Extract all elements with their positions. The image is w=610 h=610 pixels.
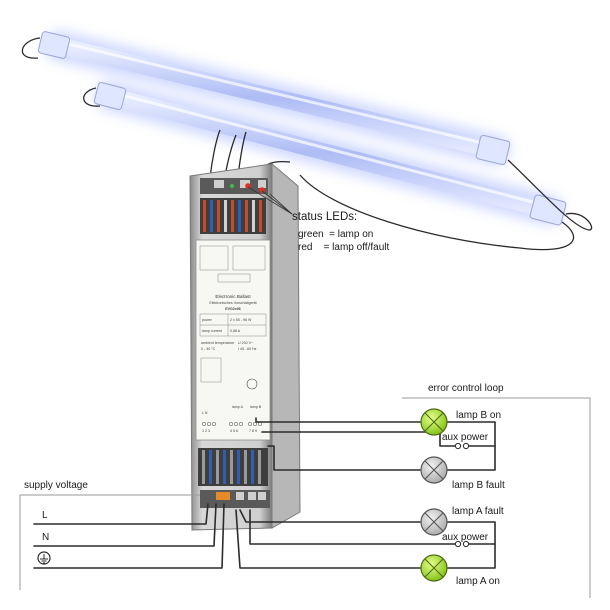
tube-lamp-upper	[37, 31, 511, 166]
supply-voltage-title: supply voltage	[24, 480, 88, 491]
supply-value: U 230 V~	[238, 341, 253, 345]
current-label: lamp current	[202, 329, 222, 333]
fluorescent-tubes	[21, 31, 593, 251]
ballast-model: EVG2x96	[225, 307, 241, 311]
status-led-green	[229, 183, 235, 189]
status-leds-callout: status LEDs: green = lamp on red = lamp …	[247, 186, 389, 253]
ln-label: L N	[202, 411, 208, 415]
wire-N	[33, 503, 217, 547]
tube-end-cap	[93, 81, 127, 111]
tube-wire	[83, 87, 101, 107]
lamp-a-on-indicator	[420, 554, 448, 582]
ambient-label: ambient temperature	[201, 341, 234, 345]
tube-wire	[21, 37, 41, 59]
current-value: 0,88 A	[230, 329, 241, 333]
wire-lamp-b-fault	[267, 445, 421, 471]
supply-line-L: L	[42, 510, 48, 521]
loop-rail-a	[447, 521, 496, 569]
aux-power-terminal	[454, 442, 462, 450]
status-leds-red: red = lamp off/fault	[298, 242, 389, 253]
pins-a: 4 5 6	[230, 429, 238, 433]
lamp-b-label: lamp B	[250, 405, 262, 409]
wire-aux-b	[261, 431, 457, 447]
aux-power-terminal	[462, 540, 470, 548]
ground-icon	[37, 551, 51, 565]
callout-leader	[269, 193, 293, 215]
wiring-schematic-icon	[200, 357, 222, 383]
cooling-slots-lower	[198, 448, 268, 486]
ballast-name: Electronic Ballast	[215, 294, 251, 299]
tube-end-cap	[37, 31, 71, 59]
lamp-b-on-label: lamp B on	[456, 410, 501, 421]
lamp-a-fault-label: lamp A fault	[452, 506, 504, 517]
lamp-a-fault-indicator	[420, 508, 448, 536]
wire-lamp-a-on	[235, 509, 421, 569]
supply-voltage-section: supply voltage L N	[19, 480, 225, 590]
pins-b: 7 8 9	[249, 429, 257, 433]
ballast-name-de: Elektronisches Vorschaltgerät	[209, 301, 256, 305]
tube-wire	[299, 174, 575, 251]
frequency-value: I 45...60 Hz	[238, 347, 257, 351]
aux-power-b-label: aux power	[442, 432, 489, 443]
tube-end-cap	[475, 134, 511, 166]
ln-pins: 1 2 3	[202, 429, 210, 433]
wire-lamp-a-fault	[239, 509, 421, 523]
electronic-ballast: Electronic Ballast Elektronisches Vorsch…	[189, 162, 301, 531]
lamp-b-fault-label: lamp B fault	[452, 480, 505, 491]
lamp-a-on-label: lamp A on	[456, 576, 500, 587]
power-label: power	[202, 318, 213, 322]
cooling-slots-upper	[200, 198, 266, 234]
status-leds-green: green = lamp on	[298, 229, 373, 240]
lamp-b-on-indicator	[420, 408, 448, 436]
status-leds-title: status LEDs:	[292, 211, 357, 223]
lamp-a-label: lamp A	[232, 405, 244, 409]
supply-line-N: N	[42, 532, 49, 543]
tube-lamp-lower	[93, 81, 567, 226]
aux-power-terminal	[462, 442, 470, 450]
error-loop-title: error control loop	[428, 383, 504, 394]
error-loop-frame	[402, 397, 591, 598]
callout-leader	[247, 186, 293, 215]
callout-leader	[261, 190, 293, 215]
ballast-label-plate: Electronic Ballast Elektronisches Vorsch…	[195, 239, 271, 441]
lamp-b-fault-indicator	[420, 456, 448, 484]
wire-PE	[33, 503, 225, 569]
wire-aux-a	[249, 509, 457, 545]
tube-wire	[507, 159, 593, 231]
status-led-red	[259, 187, 265, 193]
wire-lamp-b-on	[255, 417, 421, 423]
aux-power-a-label: aux power	[442, 532, 489, 543]
wire-L	[33, 503, 209, 525]
ce-mark-icon	[246, 378, 258, 390]
aux-power-terminal	[454, 540, 462, 548]
error-control-loop: error control loop lamp B on aux power	[235, 383, 591, 598]
ambient-value: 0 - 40 °C	[201, 347, 216, 351]
power-value: 2 x 55 - 96 W	[230, 318, 252, 322]
